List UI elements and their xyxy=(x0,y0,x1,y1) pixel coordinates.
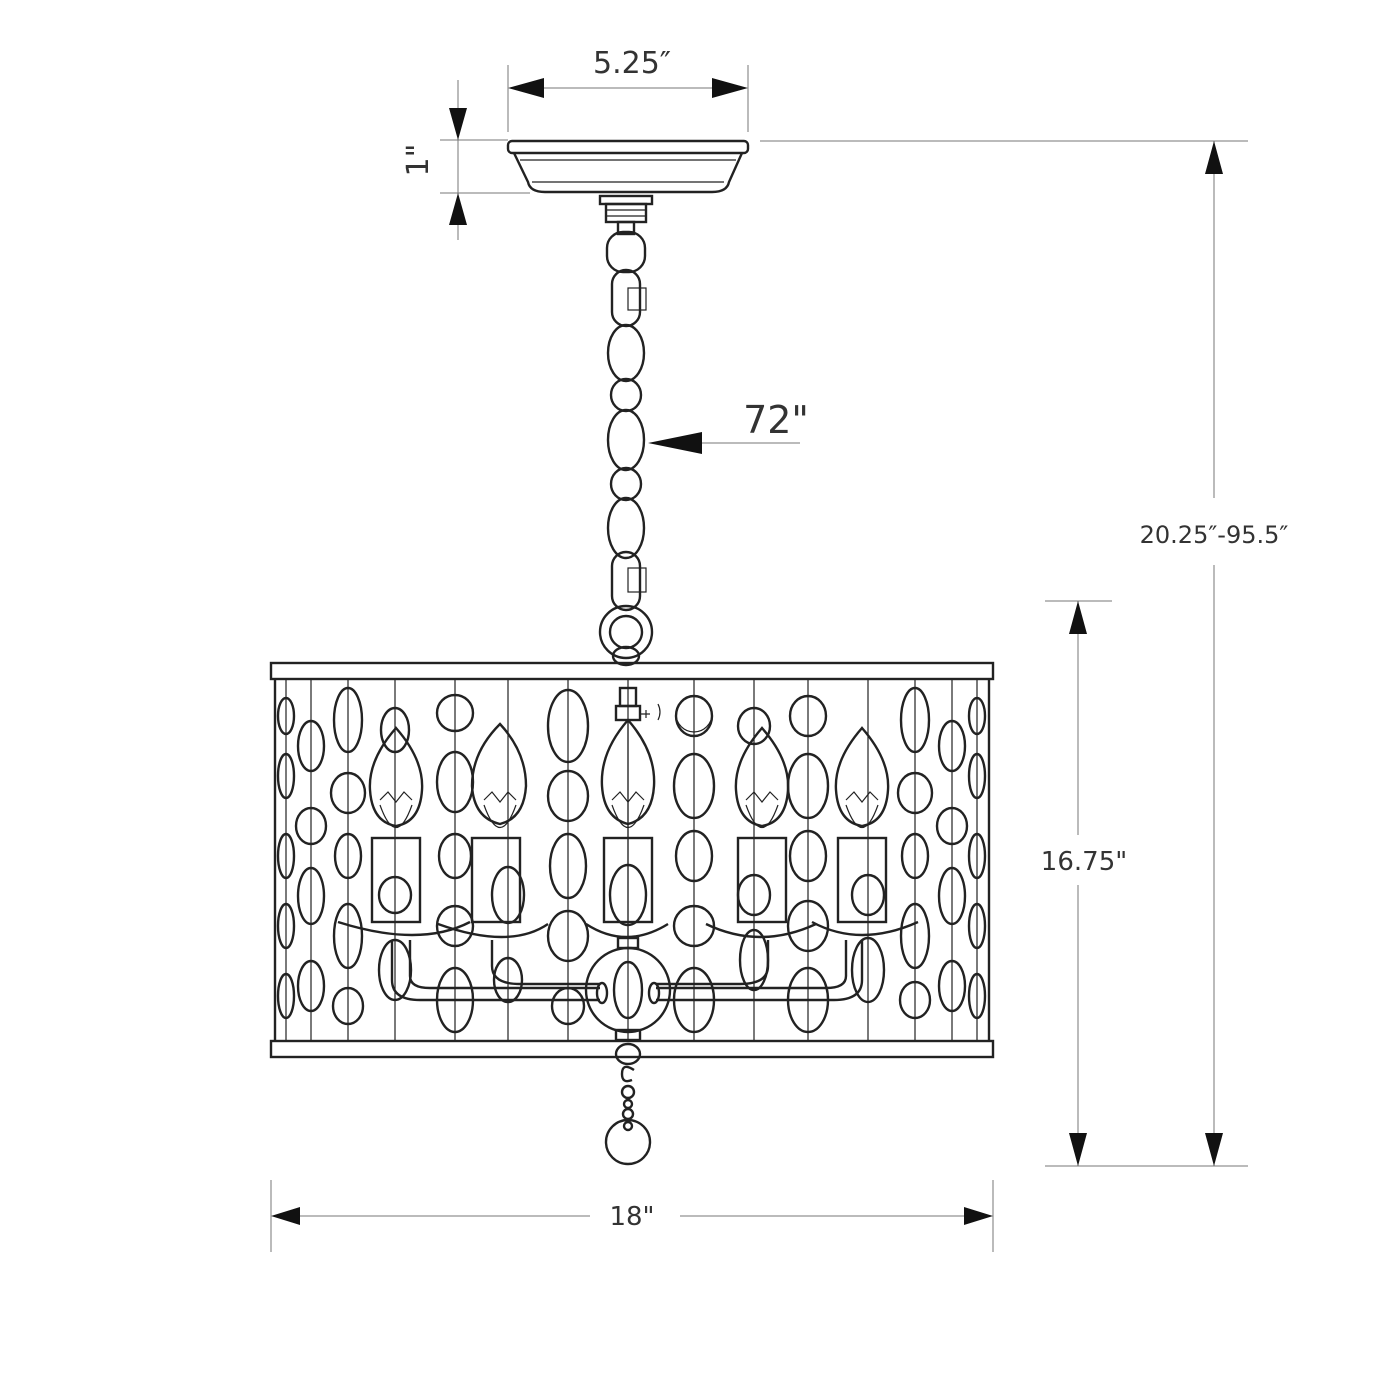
bulb-4 xyxy=(734,726,790,924)
crystal-ball-icon xyxy=(604,1042,652,1166)
fixture-arms xyxy=(337,686,919,1042)
shade-height-label: 16.75" xyxy=(1041,847,1127,877)
canopy-height-label: 1" xyxy=(401,144,436,177)
canopy-icon xyxy=(506,139,750,236)
dim-canopy-height: 1" xyxy=(401,80,530,240)
chain-length-label: 72" xyxy=(743,398,809,442)
overall-height-label: 20.25″-95.5″ xyxy=(1140,521,1289,549)
drum-shade-icon xyxy=(269,661,995,1059)
shade-rods xyxy=(285,679,978,1041)
dim-overall-height: 20.25″-95.5″ xyxy=(760,140,1289,1167)
bulb-2 xyxy=(470,722,528,924)
dim-shade-width: 18" xyxy=(270,1180,994,1252)
dim-chain-length: 72" xyxy=(648,398,809,454)
bulb-1 xyxy=(368,726,424,924)
canopy-width-label: 5.25″ xyxy=(593,46,671,81)
chain-icon xyxy=(598,230,654,667)
bulb-5 xyxy=(834,726,890,924)
dim-canopy-width: 5.25″ xyxy=(507,46,749,132)
shade-width-label: 18" xyxy=(609,1202,654,1232)
candle-bulb-icon xyxy=(368,718,890,924)
bulb-3 xyxy=(600,718,656,924)
dim-shade-height: 16.75" xyxy=(1041,600,1127,1167)
shade-beads xyxy=(276,686,987,1034)
